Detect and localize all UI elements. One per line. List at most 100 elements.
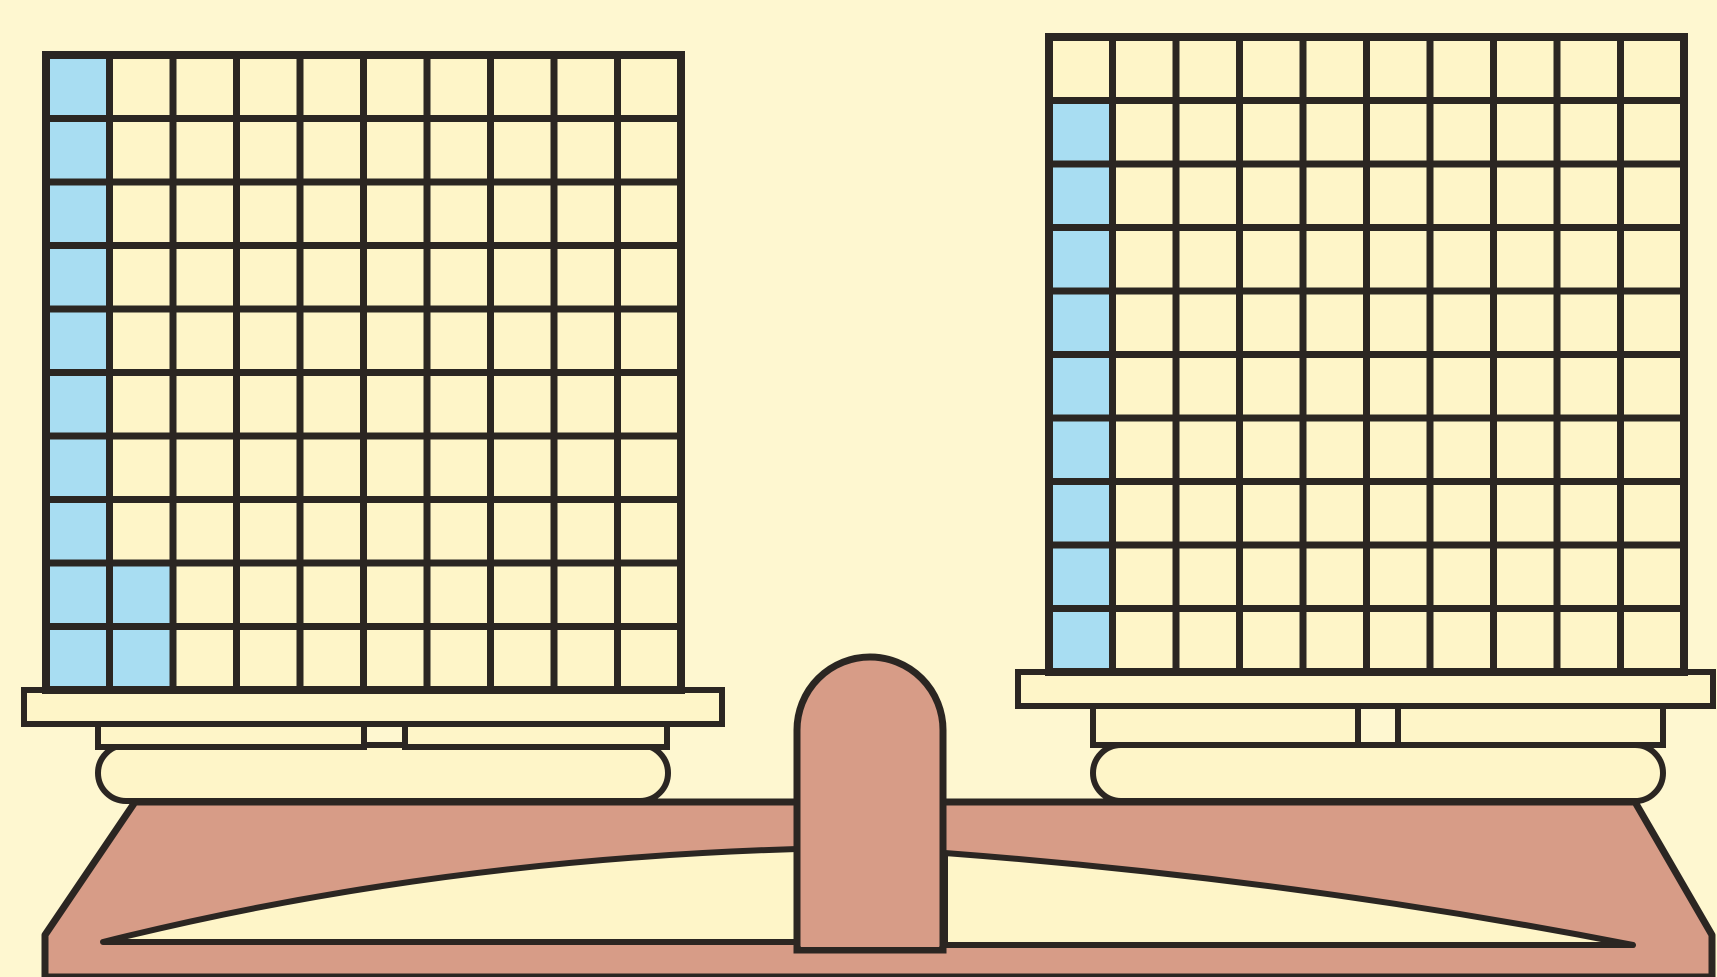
grid-cell [300,563,364,627]
grid-cell [173,182,237,246]
grid-cell [300,246,364,310]
grid-cell [110,436,174,500]
grid-cell [491,627,555,691]
grid-cell [618,246,682,310]
grid-cell [1176,418,1240,482]
grid-cell-shaded [46,373,110,437]
grid-cell [1303,228,1367,292]
grid-cell [173,563,237,627]
grid-cell [1557,482,1621,546]
grid-cell [554,627,618,691]
grid-cell [1557,37,1621,101]
grid-cell [1176,609,1240,673]
grid-cell [1494,545,1558,609]
grid-cell [1557,545,1621,609]
grid-cell [300,373,364,437]
grid-cell [1176,545,1240,609]
grid-cell [237,627,301,691]
left-pan-plate [24,690,722,724]
grid-cell [1367,291,1431,355]
grid-cell [1430,228,1494,292]
grid-cell [618,563,682,627]
grid-cell [364,246,428,310]
grid-cell [427,500,491,564]
grid-cell [1240,37,1304,101]
grid-cell [1176,291,1240,355]
grid-cell [1367,37,1431,101]
grid-cell [427,436,491,500]
grid-cell [491,436,555,500]
grid-cell [1176,482,1240,546]
grid-cell [1240,545,1304,609]
right-hundred-grid [1049,37,1684,672]
right-pan-support-left [1093,703,1358,745]
grid-cell [491,500,555,564]
grid-cell [554,119,618,183]
grid-cell [1430,545,1494,609]
grid-cell [110,119,174,183]
grid-cell [1240,609,1304,673]
grid-cell-shaded [46,309,110,373]
grid-cell [1621,418,1685,482]
grid-cell [1303,609,1367,673]
grid-cell [1176,355,1240,419]
grid-cell [1621,545,1685,609]
grid-cell [1557,418,1621,482]
grid-cell [173,436,237,500]
grid-cell [491,182,555,246]
grid-cell [1303,355,1367,419]
grid-cell [110,309,174,373]
grid-cell [364,627,428,691]
grid-cell [1113,164,1177,228]
grid-cell-shaded [1049,482,1113,546]
grid-cell [1176,164,1240,228]
grid-cell [1621,101,1685,165]
left-pan-cushion [98,745,668,801]
grid-cell [110,373,174,437]
grid-cell [618,119,682,183]
grid-cell [427,309,491,373]
grid-cell-shaded [46,627,110,691]
grid-cell-shaded [46,55,110,119]
grid-cell [1303,101,1367,165]
grid-cell [300,500,364,564]
grid-cell [364,182,428,246]
grid-cell [1494,291,1558,355]
grid-cell [1176,228,1240,292]
grid-cell [554,246,618,310]
grid-cell [1240,355,1304,419]
grid-cell-shaded [46,182,110,246]
grid-cell [173,373,237,437]
right-pan-support-right [1398,703,1663,745]
grid-cell-shaded [1049,101,1113,165]
grid-cell [491,373,555,437]
grid-cell [110,500,174,564]
grid-cell [427,182,491,246]
grid-cell [1367,609,1431,673]
grid-cell [1367,355,1431,419]
grid-cell-shaded [1049,355,1113,419]
grid-cell [1367,228,1431,292]
grid-cell [618,500,682,564]
grid-cell [554,436,618,500]
scale-post-joint [801,797,939,947]
grid-cell [618,627,682,691]
grid-cell [1430,609,1494,673]
grid-cell-shaded [46,563,110,627]
grid-cell [1557,291,1621,355]
grid-cell [1430,355,1494,419]
grid-cell [1494,37,1558,101]
grid-cell [618,182,682,246]
grid-cell [1430,37,1494,101]
grid-cell [491,55,555,119]
grid-cell [173,627,237,691]
grid-cell [1430,291,1494,355]
right-pan-plate [1018,672,1713,706]
grid-cell [1557,101,1621,165]
grid-cell [237,436,301,500]
grid-cell [364,55,428,119]
grid-cell [1113,291,1177,355]
grid-cell-shaded [1049,291,1113,355]
grid-cell [618,373,682,437]
